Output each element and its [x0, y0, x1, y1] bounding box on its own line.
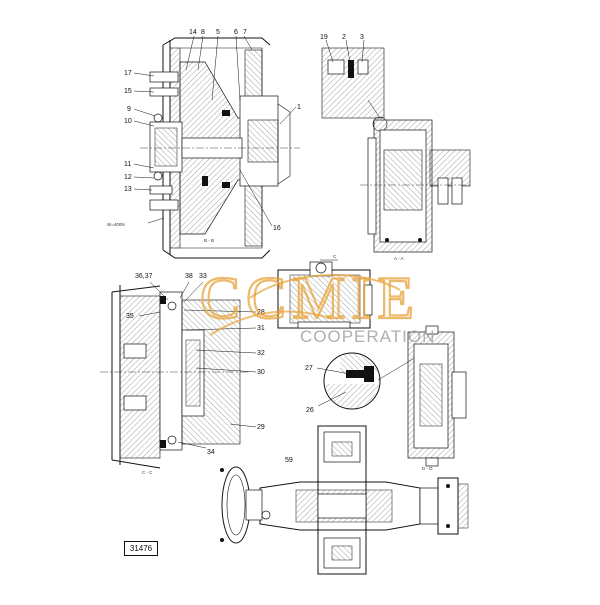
- section-view-c-c: C - C 36,37 38 33 28 31 35 32 30 29 34: [100, 273, 265, 475]
- callout: 30: [257, 369, 265, 376]
- callout: 6: [234, 29, 238, 36]
- callout: 14: [189, 29, 197, 36]
- callout: 26: [306, 407, 314, 414]
- arrow-label-c: C: [333, 254, 337, 259]
- callout: 19: [320, 34, 328, 41]
- callout: 10: [124, 118, 132, 125]
- callout: 15: [124, 88, 132, 95]
- callout: 27: [305, 365, 313, 372]
- callout: 13: [124, 186, 132, 193]
- callout: 31: [257, 325, 265, 332]
- plan-view-wheel: C: [277, 254, 373, 329]
- section-label-a-a: A - A: [394, 256, 404, 261]
- section-view-b-b: W=400N B - B 14 8 5 6 7 17 15 9 10 11 12…: [107, 29, 301, 259]
- callout: 59: [285, 457, 293, 464]
- callout: 7: [243, 29, 247, 36]
- callout: 12: [124, 174, 132, 181]
- watermark-brand: CCMIE: [200, 265, 420, 331]
- brand-watermark: CCMIE COOPERATION: [199, 264, 435, 346]
- callout: 3: [360, 34, 364, 41]
- callout: 2: [342, 34, 346, 41]
- callout: 5: [216, 29, 220, 36]
- section-view-d-d: D - D: [407, 325, 467, 471]
- plan-view-assembly: 59: [220, 425, 469, 575]
- callout: 34: [207, 449, 215, 456]
- section-label-d-d: D - D: [422, 466, 433, 471]
- section-label-c-c: C - C: [142, 470, 153, 475]
- section-view-a-a: 19 2 3 A - A: [320, 34, 471, 261]
- callout: 9: [127, 106, 131, 113]
- callout: 1: [297, 104, 301, 111]
- callout: 16: [273, 225, 281, 232]
- callout: 29: [257, 424, 265, 431]
- callout: 35: [126, 313, 134, 320]
- callout: 36,37: [135, 273, 153, 280]
- drawing-reference-number: 31476: [124, 541, 158, 556]
- callout: 28: [257, 309, 265, 316]
- detail-view-seal: 27 26: [305, 352, 419, 414]
- callout: 32: [257, 350, 265, 357]
- callout: 11: [124, 161, 131, 168]
- callout: 33: [199, 273, 207, 280]
- section-label-b-b: B - B: [204, 238, 214, 243]
- callout: 38: [185, 273, 193, 280]
- watermark-tagline: COOPERATION: [300, 327, 435, 346]
- callout: 8: [201, 29, 205, 36]
- callout: 17: [124, 70, 132, 77]
- weld-note: W=400N: [107, 222, 125, 227]
